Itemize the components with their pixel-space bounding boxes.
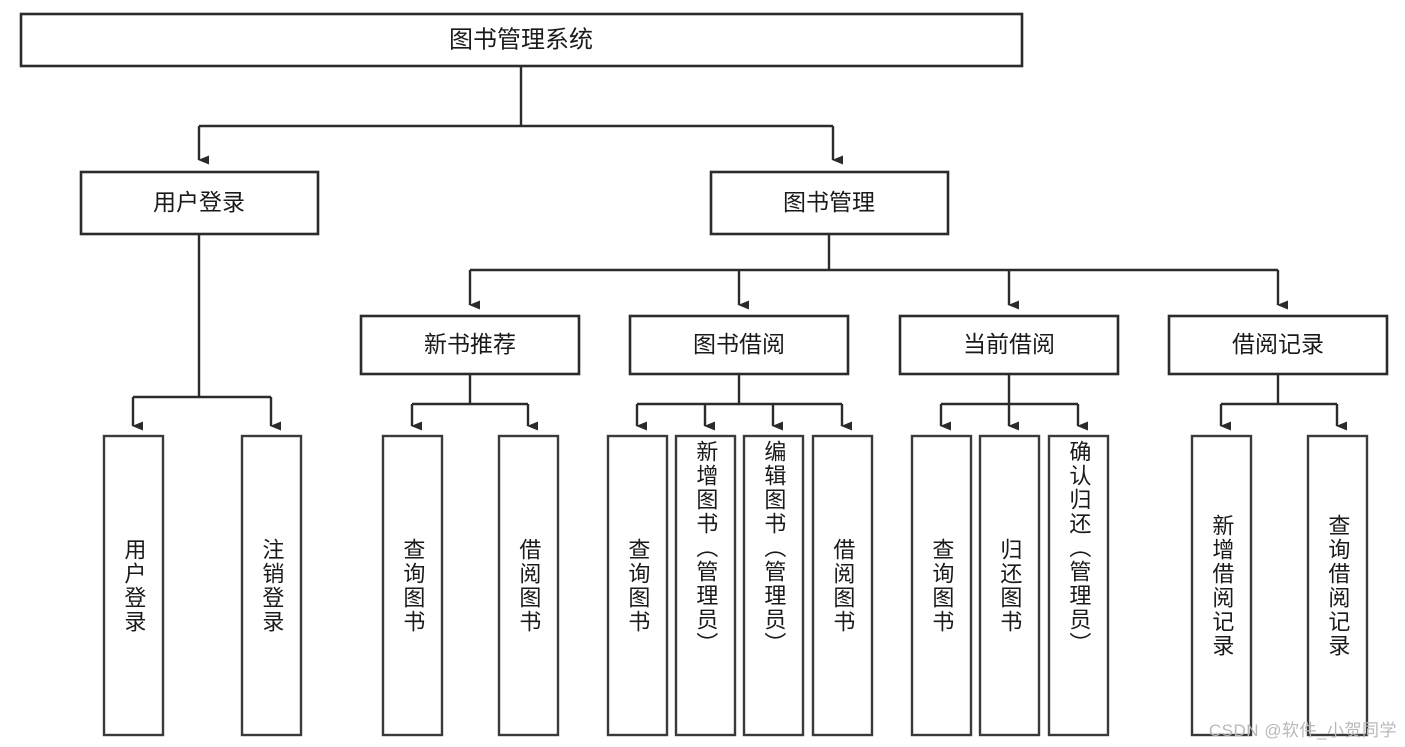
- connector-root-to-level2: [197, 66, 843, 165]
- leaf-box-current-borrow-1[interactable]: [978, 434, 1041, 737]
- leaf-box-current-borrow-2[interactable]: [1047, 434, 1110, 737]
- node-user-login[interactable]: 用户登录: [79, 170, 320, 236]
- watermark-text: CSDN @软件_小贺同学: [1208, 721, 1397, 740]
- connector-current-borrow-to-leaves: [939, 374, 1088, 431]
- leaf-box-user-login-0[interactable]: [102, 434, 165, 737]
- leaf-box-book-borrow-3[interactable]: [811, 434, 874, 737]
- connector-new-book-recommend-to-leaves: [410, 374, 538, 431]
- leaf-box-current-borrow-0[interactable]: [910, 434, 973, 737]
- connector-book-borrow-to-leaves: [635, 374, 852, 431]
- node-book-management-label: 图书管理: [783, 189, 875, 215]
- leaf-box-book-borrow-2[interactable]: [742, 434, 805, 737]
- node-root-box: [19, 12, 1024, 68]
- leaf-box-book-borrow-0[interactable]: [606, 434, 669, 737]
- node-new-book-recommend[interactable]: 新书推荐: [359, 314, 581, 376]
- leaf-box-new-book-recommend-1[interactable]: [497, 434, 560, 737]
- leaf-box-user-login-1[interactable]: [240, 434, 303, 737]
- node-new-book-recommend-box: [359, 314, 581, 376]
- node-root-label: 图书管理系统: [449, 26, 593, 53]
- node-user-login-box: [79, 170, 320, 236]
- node-new-book-recommend-label: 新书推荐: [424, 331, 516, 357]
- leaf-box-book-borrow-1[interactable]: [674, 434, 737, 737]
- node-book-borrow-label: 图书借阅: [693, 331, 785, 357]
- node-current-borrow-label: 当前借阅: [963, 331, 1055, 357]
- connector-borrow-record-to-leaves: [1219, 374, 1347, 431]
- leaf-box-new-book-recommend-0[interactable]: [381, 434, 444, 737]
- node-borrow-record-label: 借阅记录: [1232, 331, 1324, 357]
- node-book-borrow[interactable]: 图书借阅: [628, 314, 850, 376]
- node-book-management[interactable]: 图书管理: [709, 170, 950, 236]
- leaf-box-borrow-record-0[interactable]: [1190, 434, 1253, 737]
- node-root[interactable]: 图书管理系统: [19, 12, 1024, 68]
- node-user-login-label: 用户登录: [153, 189, 245, 215]
- node-borrow-record[interactable]: 借阅记录: [1167, 314, 1389, 376]
- connector-user-login-to-leaves: [131, 234, 281, 431]
- connector-book-management-to-level3: [468, 234, 1288, 310]
- leaf-box-borrow-record-1[interactable]: [1306, 434, 1369, 737]
- node-current-borrow[interactable]: 当前借阅: [898, 314, 1120, 376]
- node-current-borrow-box: [898, 314, 1120, 376]
